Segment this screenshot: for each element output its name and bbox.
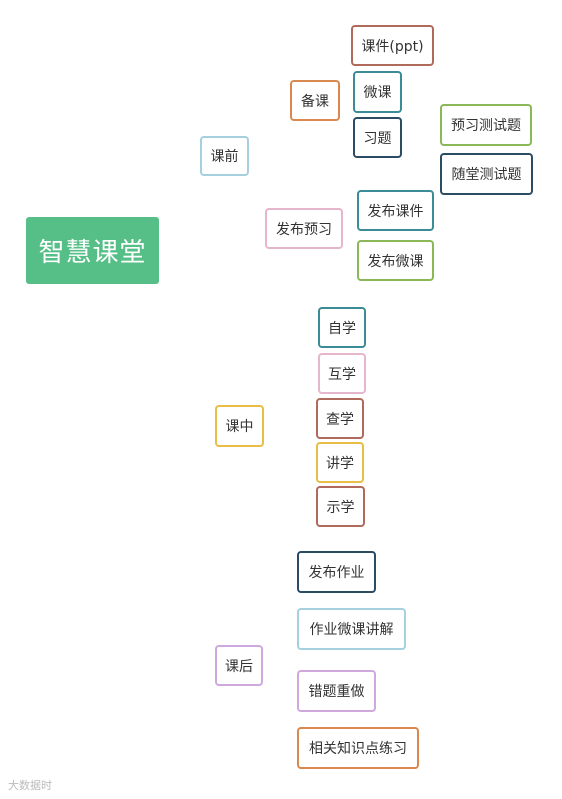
node-in-class: 课中 — [215, 405, 264, 447]
node-publish-courseware: 发布课件 — [357, 190, 434, 231]
node-mutual-study: 互学 — [318, 353, 366, 394]
node-after-class: 课后 — [215, 645, 263, 686]
node-redo-mistakes: 错题重做 — [297, 670, 376, 712]
node-exercises: 习题 — [353, 117, 402, 158]
node-publish-microlesson: 发布微课 — [357, 240, 434, 281]
node-publish-homework: 发布作业 — [297, 551, 376, 593]
watermark-text: 大数据时 — [8, 779, 52, 792]
root-node-smart-classroom: 智慧课堂 — [26, 217, 159, 284]
node-inclass-quiz: 随堂测试题 — [440, 153, 533, 195]
node-demo-study: 示学 — [316, 486, 365, 527]
node-courseware-ppt: 课件(ppt) — [351, 25, 434, 66]
node-prepare-lesson: 备课 — [290, 80, 340, 121]
node-self-study: 自学 — [318, 307, 366, 348]
node-inquiry-study: 查学 — [316, 398, 364, 439]
node-related-practice: 相关知识点练习 — [297, 727, 419, 769]
node-homework-microlesson: 作业微课讲解 — [297, 608, 406, 650]
node-preview-quiz: 预习测试题 — [440, 104, 532, 146]
node-microlesson: 微课 — [353, 71, 402, 113]
node-pre-class: 课前 — [200, 136, 249, 176]
node-publish-preview: 发布预习 — [265, 208, 343, 249]
node-lecture-study: 讲学 — [316, 442, 364, 483]
